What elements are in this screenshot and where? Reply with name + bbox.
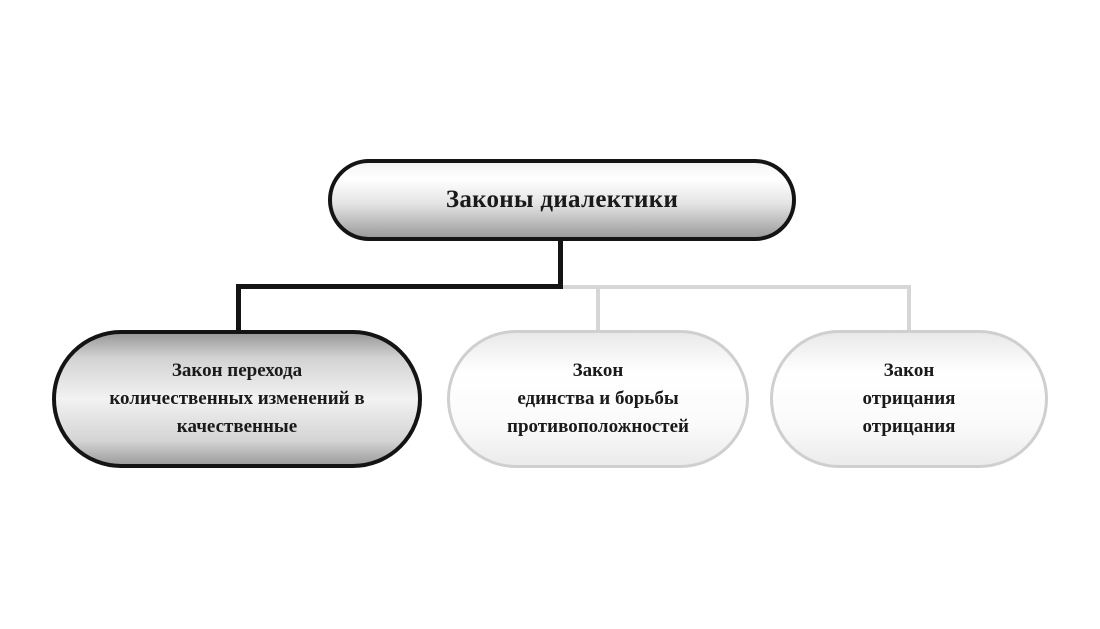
node-line: Закон xyxy=(572,360,624,381)
node-line: отрицания xyxy=(862,388,956,409)
node-line: качественные xyxy=(176,416,298,437)
connector-middle-down xyxy=(596,285,600,332)
node-law-quantity-to-quality: Закон перехода количественных изменений … xyxy=(52,330,422,468)
connector-horizontal-right xyxy=(563,285,911,289)
node-law-negation-of-negation: Закон отрицания отрицания xyxy=(770,330,1048,468)
node-line: Закон xyxy=(883,360,935,381)
connector-horizontal-left xyxy=(236,284,563,289)
node-line: отрицания xyxy=(862,416,956,437)
node-law-unity-of-opposites: Закон единства и борьбы противоположност… xyxy=(447,330,749,468)
connector-right-down xyxy=(907,285,911,332)
connector-left-down xyxy=(236,284,241,332)
node-line: единства и борьбы xyxy=(517,388,679,409)
node-line: Закон перехода xyxy=(171,360,303,381)
node-line: количественных изменений в xyxy=(109,388,365,409)
connector-root-down xyxy=(558,240,563,288)
root-node-label: Законы диалектики xyxy=(445,186,679,213)
node-line: противоположностей xyxy=(507,416,689,437)
root-node-laws-of-dialectics: Законы диалектики xyxy=(328,159,796,241)
